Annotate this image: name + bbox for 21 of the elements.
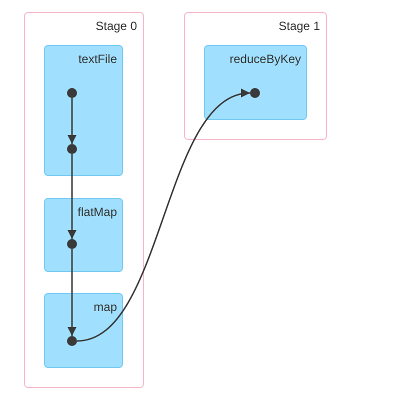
arrow xyxy=(68,98,76,144)
operation-box xyxy=(44,45,123,176)
stage-box xyxy=(24,12,144,388)
operation-box xyxy=(204,45,307,120)
stage-label: Stage 1 xyxy=(278,19,320,33)
operation-label: map xyxy=(94,300,117,314)
node-dot xyxy=(67,88,77,98)
curved-arrow xyxy=(76,90,250,342)
node-dot xyxy=(250,88,260,98)
node-dot xyxy=(67,144,77,154)
operation-label: reduceByKey xyxy=(230,52,301,66)
stage-label: Stage 0 xyxy=(96,19,137,33)
operation-label: textFile xyxy=(78,52,117,66)
node-dot xyxy=(67,336,77,346)
stage-box xyxy=(184,12,327,140)
arrow xyxy=(68,154,76,239)
operation-box xyxy=(44,293,123,368)
operation-box xyxy=(44,198,123,272)
operation-label: flatMap xyxy=(78,205,117,219)
node-dot xyxy=(67,239,77,249)
arrow xyxy=(68,249,76,336)
